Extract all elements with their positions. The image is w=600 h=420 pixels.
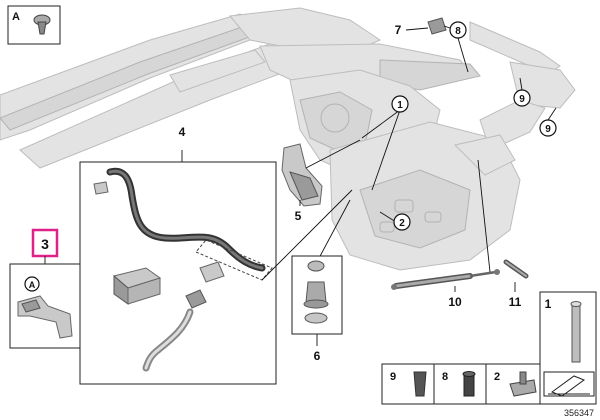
- item-3-group: 3 A: [9, 228, 81, 349]
- callout-9a: 9: [519, 94, 525, 105]
- fitting-small: [93, 181, 109, 195]
- grommet-kit-box-6: 6: [291, 199, 351, 363]
- connector-b: [185, 289, 207, 309]
- callout-2-circle: [393, 213, 411, 231]
- callout-9b: 9: [545, 124, 551, 135]
- clip-part-7: [427, 17, 447, 35]
- strip-label-8: 8: [442, 371, 448, 383]
- callout-11: 11: [509, 295, 522, 309]
- screw-8: [463, 373, 475, 397]
- push-clip-icon: [33, 14, 51, 35]
- callout-7: 7: [395, 23, 402, 37]
- strip-label-2: 2: [494, 371, 500, 383]
- arrow-pointer-icon: [543, 371, 595, 397]
- bracket-clip: [17, 295, 73, 339]
- callout-4: 4: [179, 125, 186, 139]
- callout-9a-circle: [513, 89, 531, 107]
- callout-1-circle: [391, 95, 409, 113]
- bolt-9: [413, 371, 427, 397]
- callout-8: 8: [455, 26, 461, 37]
- detail-ref-a: A: [29, 280, 36, 290]
- pin-box-1: 1: [539, 291, 597, 405]
- strip-label-9: 9: [390, 371, 396, 383]
- connector-a: [199, 261, 225, 283]
- callout-10: 10: [448, 295, 462, 309]
- background-assembly: [0, 7, 576, 271]
- callout-6: 6: [314, 349, 321, 363]
- callout-2: 2: [399, 218, 405, 229]
- short-strut-11: 11: [503, 259, 529, 309]
- bracket-part-5: [281, 143, 323, 207]
- small-parts-strip: 9 8 2: [381, 363, 541, 405]
- valve-block: [112, 267, 162, 305]
- callout-3: 3: [41, 236, 49, 252]
- callout-1: 1: [397, 100, 403, 111]
- pin: [571, 303, 581, 363]
- callout-1-box: 1: [545, 297, 552, 311]
- callout-9b-circle: [539, 119, 557, 137]
- detail-a-box: A: [7, 5, 61, 45]
- gas-strut-10: 10: [391, 159, 500, 309]
- document-number: 356347: [564, 408, 594, 418]
- callout-5: 5: [295, 209, 302, 223]
- detail-a-letter: A: [12, 11, 20, 23]
- grommet-body: [305, 281, 327, 303]
- hose-kit-box-4: 4: [79, 125, 353, 385]
